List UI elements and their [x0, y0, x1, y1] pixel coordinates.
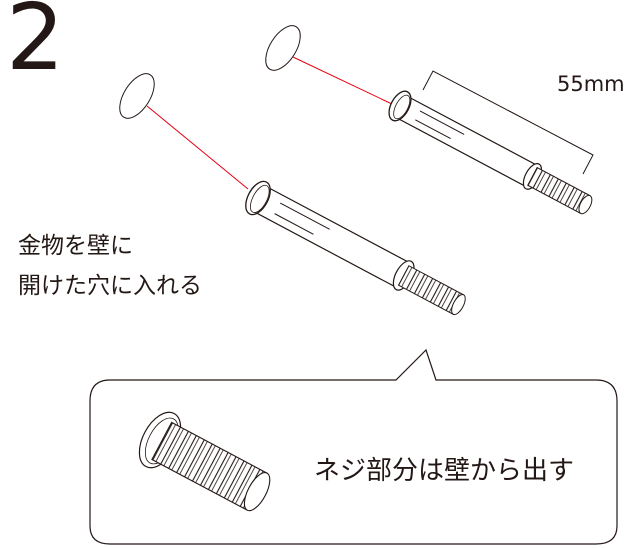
- dimension-label: 55mm: [557, 72, 625, 96]
- wall-hole-icon: [265, 25, 301, 71]
- instruction-line-2: 開けた穴に入れる: [18, 273, 202, 299]
- anchor-bolt-upper: [265, 25, 594, 215]
- insertion-guide-line: [146, 105, 249, 190]
- insertion-guide-line: [292, 56, 393, 105]
- dimension-bracket: [422, 70, 594, 175]
- anchor-bolt-lower: [119, 73, 466, 316]
- anchor-bolt-icon: [138, 411, 271, 512]
- step-number: 2: [6, 0, 65, 91]
- wall-hole-icon: [119, 73, 155, 119]
- instruction-line-1: 金物を壁に: [18, 233, 133, 259]
- callout-text: ネジ部分は壁から出す: [314, 456, 575, 486]
